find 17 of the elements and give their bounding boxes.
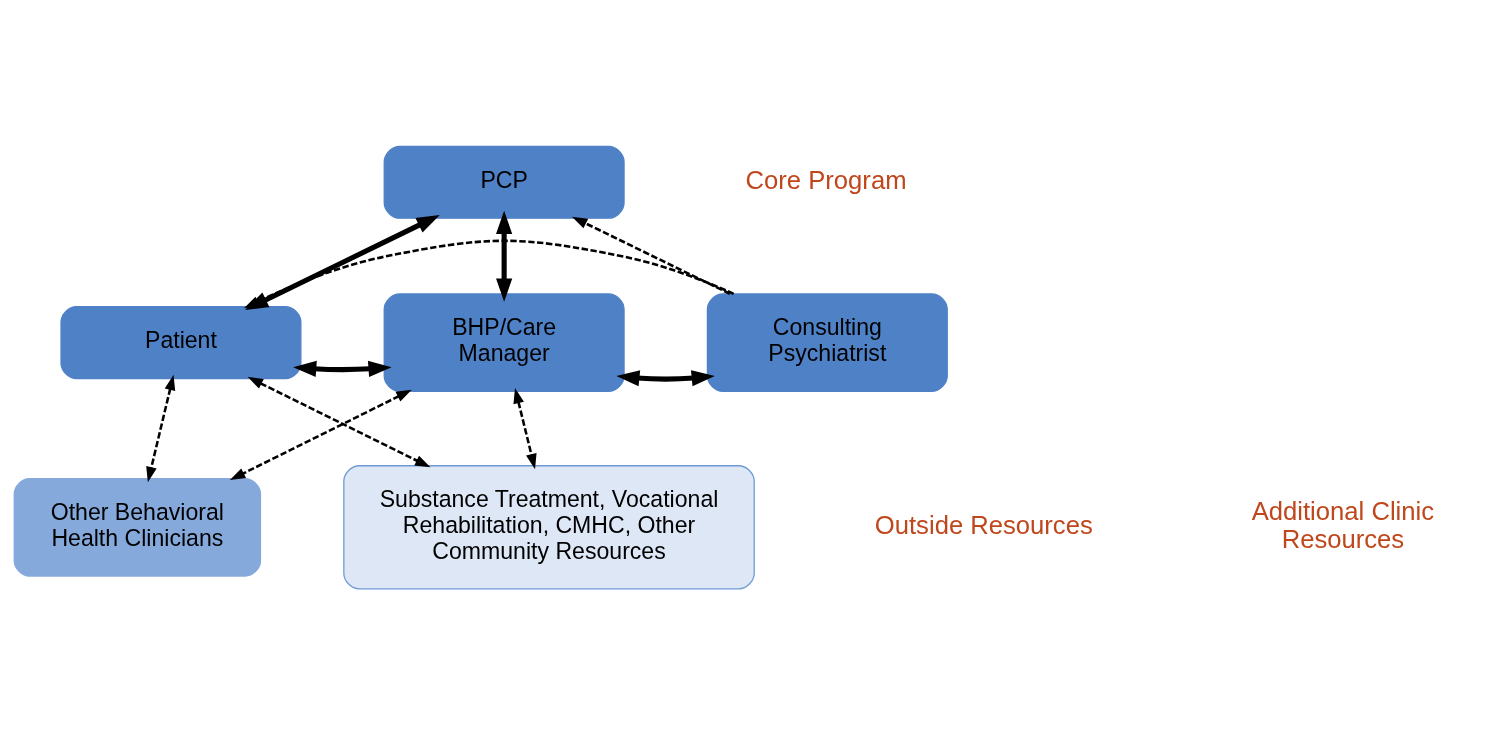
node-box: PCP	[383, 145, 625, 219]
arrow	[571, 216, 731, 295]
arrow	[229, 389, 412, 481]
label: Outside Resources	[874, 510, 1093, 539]
arrow	[247, 376, 431, 468]
arrow	[513, 388, 537, 470]
arrow	[496, 210, 513, 302]
node-box: Substance Treatment, Vocational Rehabilitation, CMHC, Other Community Resources	[343, 465, 755, 590]
arrow	[293, 360, 392, 377]
arrow	[146, 374, 176, 483]
label: Additional Clinic Resources	[1251, 496, 1435, 553]
node-box: Other Behavioral Health Clinicians	[13, 477, 262, 577]
label: Core Program	[745, 165, 907, 194]
arrow	[616, 370, 715, 387]
node-box: Patient	[60, 306, 302, 380]
node-box: BHP/Care Manager	[383, 293, 625, 392]
node-box: Consulting Psychiatrist	[706, 293, 948, 392]
